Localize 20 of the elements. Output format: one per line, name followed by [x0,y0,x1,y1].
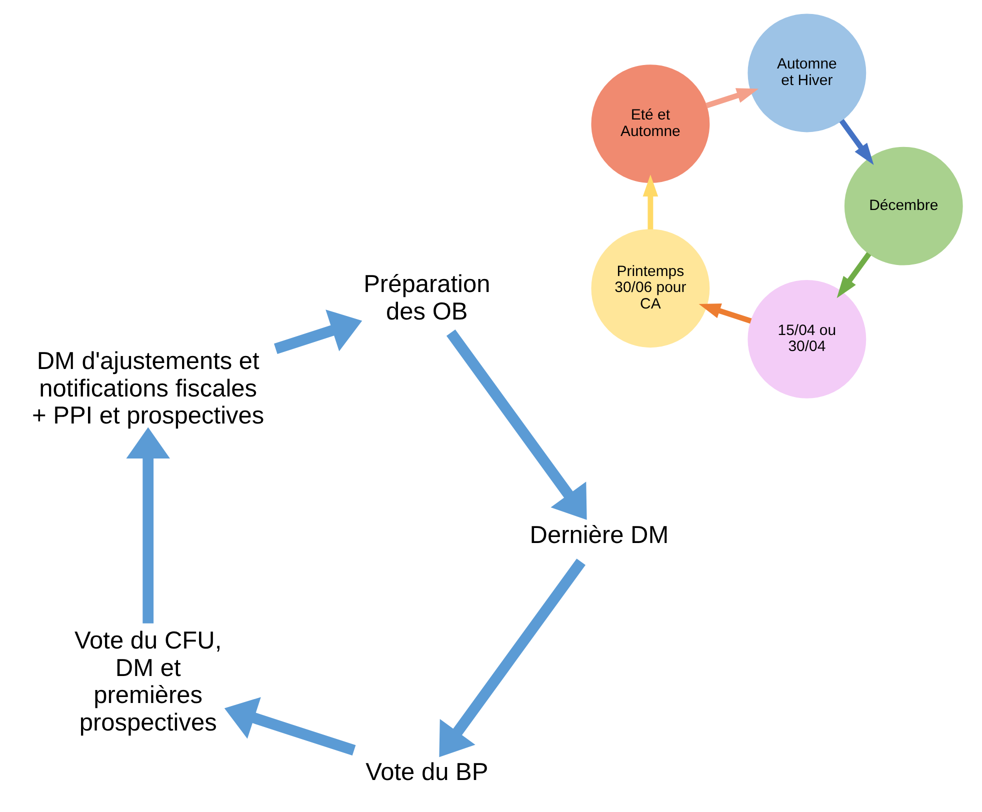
node-circle: Printemps 30/06 pour CA [590,228,710,348]
node-text: Préparation des OB [363,270,490,325]
arrow [698,303,752,324]
arrow [273,309,362,354]
arrow [438,558,585,757]
arrow [838,118,874,164]
node-circle: 15/04 ou 30/04 [747,279,866,398]
node-circle: Décembre [844,146,962,265]
node-text: Dernière DM [529,521,668,548]
node-text: Vote du BP [365,758,488,786]
arrow [126,426,170,623]
arrow [836,252,871,298]
node-circle: Automne et Hiver [747,13,866,132]
arrow [705,88,758,108]
node-text: DM d'ajustements et notifications fiscales + PPI et prospectives [31,348,264,430]
arrow [642,174,658,229]
node-circle: Eté et Automne [590,64,710,183]
arrow [446,329,586,520]
arrow [224,696,356,756]
node-text: Vote du CFU, DM et premières prospectives [74,627,222,736]
